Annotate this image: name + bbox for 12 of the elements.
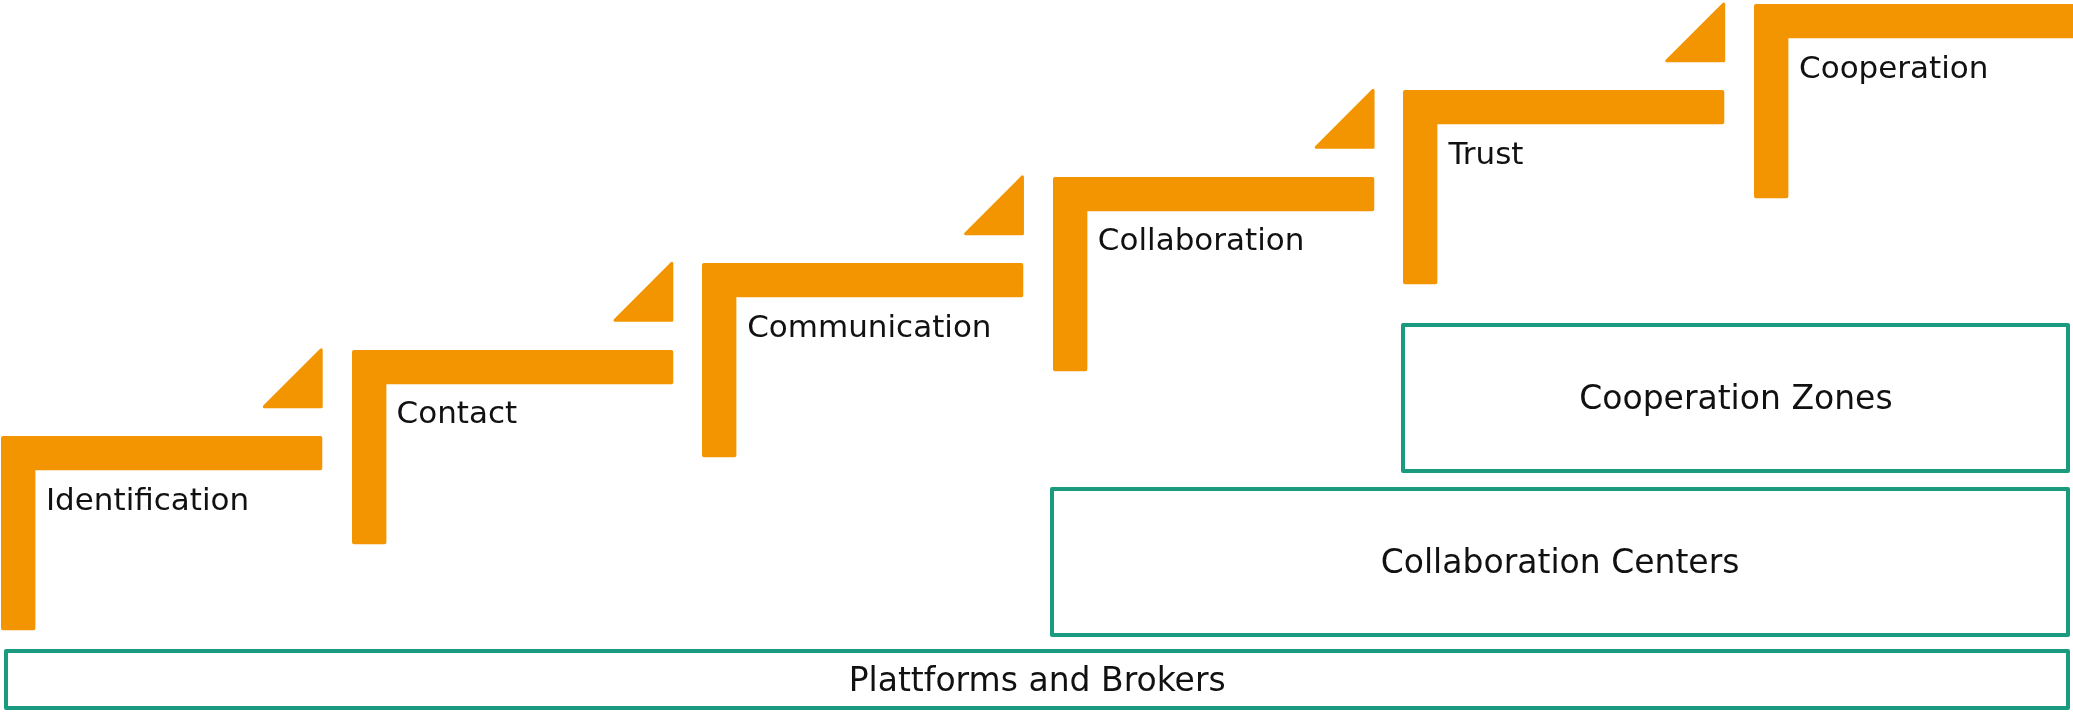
step-label: Communication [747,310,992,342]
layer-label: Cooperation Zones [1579,378,1893,418]
layer-label: Plattforms and Brokers [848,660,1226,700]
step-label: Collaboration [1097,224,1305,256]
layer-box [1049,486,2071,638]
step-label: Trust [1448,138,1524,169]
step-label: Identification [45,483,250,515]
layer-label: Collaboration Centers [1380,542,1740,582]
step-label: Cooperation [1799,51,1989,83]
layer-box [1401,322,2071,474]
layer-box [3,649,2071,710]
step-label: Contact [396,397,518,429]
